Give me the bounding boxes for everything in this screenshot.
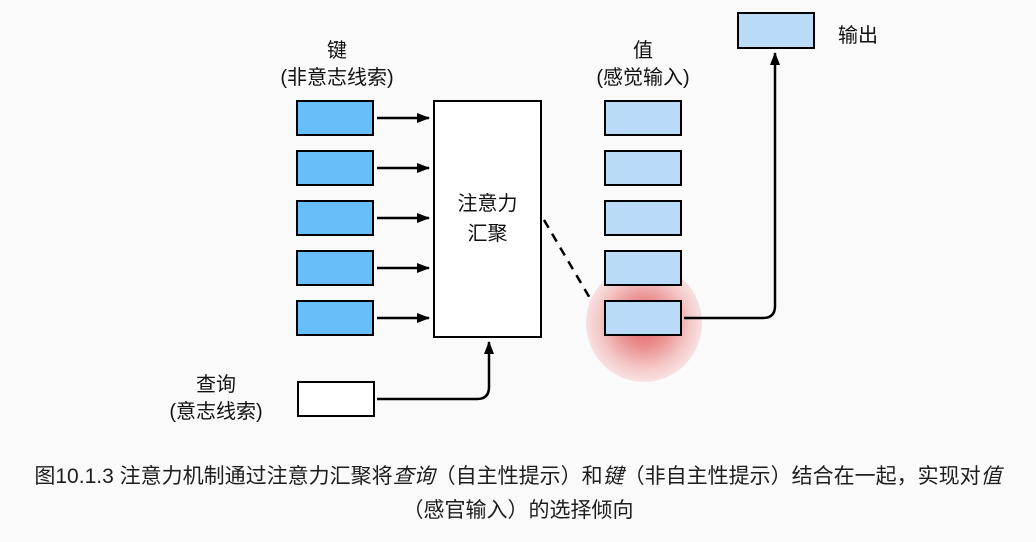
attention-to-value-dashed-line bbox=[542, 219, 593, 301]
value-box-3 bbox=[604, 200, 682, 236]
query-label: 查询 (意志线索) bbox=[116, 372, 316, 426]
query-box bbox=[297, 381, 375, 417]
key-box-1 bbox=[296, 100, 374, 136]
caption-line-1: 图10.1.3 注意力机制通过注意力汇聚将查询（自主性提示）和键（非自主性提示）… bbox=[0, 460, 1036, 494]
query-title: 查询 bbox=[196, 374, 236, 396]
values-subtitle: (感觉输入) bbox=[596, 67, 690, 89]
caption-segment: （自主性提示）和 bbox=[434, 465, 603, 488]
value-box-4 bbox=[604, 250, 682, 286]
values-label: 值 (感觉输入) bbox=[543, 38, 743, 92]
keys-title: 键 bbox=[327, 40, 347, 62]
output-label: 输出 bbox=[838, 25, 878, 47]
keys-label: 键 (非意志线索) bbox=[237, 38, 437, 92]
values-title: 值 bbox=[633, 40, 653, 62]
key-box-3 bbox=[296, 200, 374, 236]
value-box-1 bbox=[604, 100, 682, 136]
key-to-attention-arrows bbox=[377, 113, 430, 323]
caption-segment: 图10.1.3 注意力机制通过注意力汇聚将 bbox=[34, 465, 393, 488]
key-column bbox=[296, 100, 374, 336]
value-column bbox=[604, 100, 682, 336]
caption-segment: 查询 bbox=[392, 465, 435, 488]
caption-segment: 值 bbox=[980, 465, 1002, 488]
value-to-output-arrow bbox=[684, 52, 780, 320]
attention-pooling-box: 注意力 汇聚 bbox=[433, 100, 542, 338]
query-to-attention-arrow bbox=[377, 341, 494, 401]
caption-segment: 键 bbox=[602, 465, 624, 488]
keys-subtitle: (非意志线索) bbox=[280, 67, 394, 89]
attention-pooling-label-line2: 汇聚 bbox=[467, 223, 508, 245]
caption-segment: （感官输入）的选择倾向 bbox=[402, 499, 634, 522]
value-box-5 bbox=[604, 300, 682, 336]
value-box-2 bbox=[604, 150, 682, 186]
attention-pooling-label-line1: 注意力 bbox=[457, 193, 518, 215]
key-box-2 bbox=[296, 150, 374, 186]
key-box-5 bbox=[296, 300, 374, 336]
query-subtitle: (意志线索) bbox=[169, 401, 263, 423]
output-box bbox=[737, 12, 815, 49]
figure-caption: 图10.1.3 注意力机制通过注意力汇聚将查询（自主性提示）和键（非自主性提示）… bbox=[0, 460, 1036, 528]
caption-line-2: （感官输入）的选择倾向 bbox=[0, 494, 1036, 528]
key-box-4 bbox=[296, 250, 374, 286]
caption-segment: （非自主性提示）结合在一起，实现对 bbox=[623, 465, 981, 488]
